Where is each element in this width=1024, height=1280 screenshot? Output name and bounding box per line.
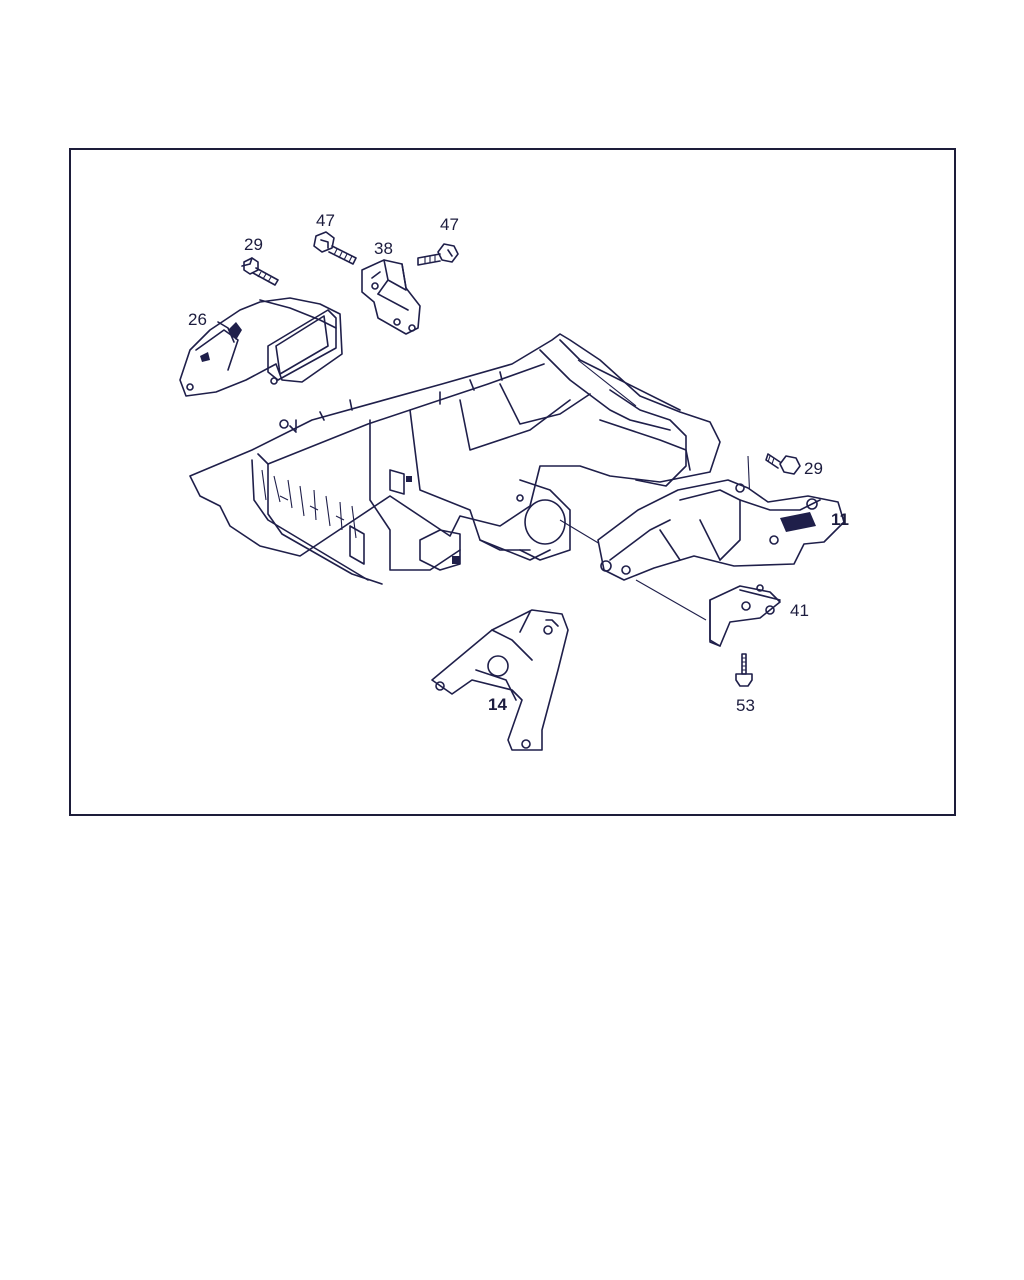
callout-47-right: 47 bbox=[440, 215, 459, 234]
bolt-47-right bbox=[417, 243, 459, 266]
callout-29-right: 29 bbox=[804, 459, 823, 478]
bracket-14 bbox=[431, 609, 569, 751]
leader-lines bbox=[559, 359, 751, 621]
callout-11: 11 bbox=[831, 510, 849, 529]
bolt-29-top bbox=[241, 257, 279, 286]
bolt-29-right bbox=[765, 453, 801, 475]
bolt-47-left bbox=[313, 231, 357, 265]
engine-mount-26 bbox=[179, 297, 343, 397]
callout-38: 38 bbox=[374, 239, 393, 258]
callout-14: 14 bbox=[488, 695, 507, 714]
callout-29-top: 29 bbox=[244, 235, 263, 254]
bracket-38 bbox=[361, 259, 421, 335]
callout-53: 53 bbox=[736, 696, 755, 715]
callout-41: 41 bbox=[790, 601, 809, 620]
bolt-53 bbox=[735, 653, 753, 687]
oil-sump-assembly bbox=[189, 333, 721, 585]
engine-mount-11 bbox=[597, 479, 845, 581]
callout-47-left: 47 bbox=[316, 211, 335, 230]
bracket-41 bbox=[709, 584, 781, 647]
callout-26: 26 bbox=[188, 310, 207, 329]
